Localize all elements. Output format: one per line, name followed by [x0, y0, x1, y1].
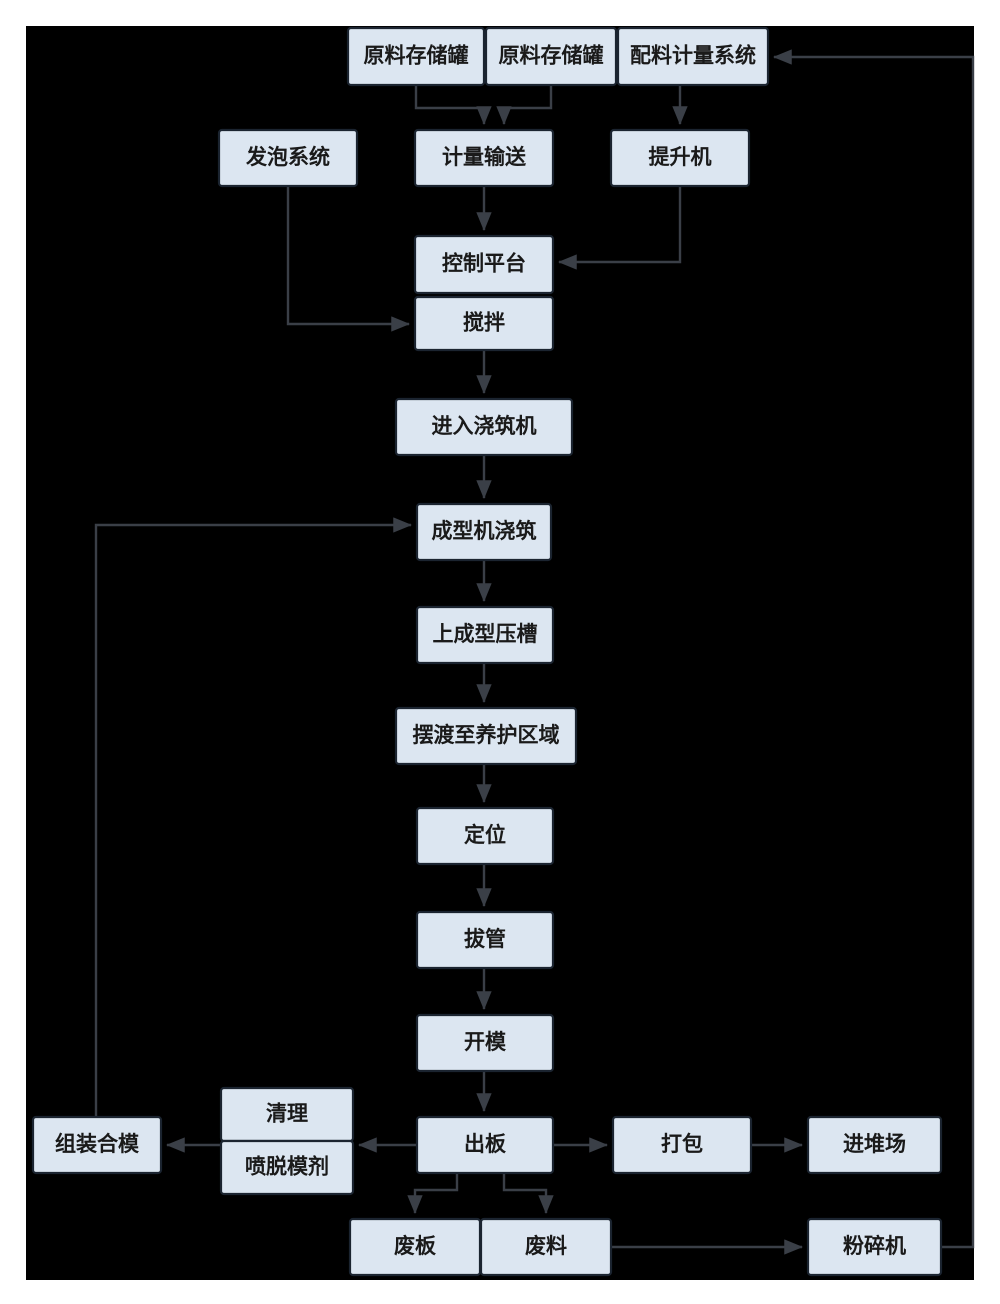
- node-label-control: 控制平台: [442, 251, 526, 275]
- flow-node-waste_board[interactable]: 废板: [348, 1217, 482, 1277]
- node-label-metering: 计量输送: [442, 145, 527, 169]
- node-box-form_cast[interactable]: [415, 502, 553, 562]
- node-box-position[interactable]: [415, 806, 555, 866]
- flow-node-position[interactable]: 定位: [415, 806, 555, 866]
- flow-edge-out_board-to-waste_mat: [502, 1173, 554, 1214]
- node-label-packing: 打包: [661, 1132, 703, 1156]
- flow-node-control[interactable]: 控制平台: [413, 234, 555, 295]
- node-label-waste_mat: 废料: [525, 1234, 567, 1258]
- node-box-batching[interactable]: [616, 26, 770, 87]
- flow-node-ferry_cure[interactable]: 摆渡至养护区域: [394, 706, 578, 766]
- node-box-ferry_cure[interactable]: [394, 706, 578, 766]
- node-label-batching: 配料计量系统: [630, 43, 756, 67]
- node-label-demold: 开模: [464, 1030, 507, 1054]
- flow-edge-hoist-to-control: [558, 186, 682, 270]
- node-box-raw_tank_1[interactable]: [346, 26, 486, 87]
- node-box-waste_mat[interactable]: [479, 1217, 613, 1277]
- node-box-mixing[interactable]: [413, 295, 555, 352]
- flow-node-foaming[interactable]: 发泡系统: [217, 128, 359, 188]
- node-label-mixing: 搅拌: [463, 310, 505, 334]
- node-label-pull_pipe: 拔管: [464, 927, 506, 951]
- node-label-out_board: 出板: [464, 1132, 507, 1156]
- flow-node-waste_mat[interactable]: 废料: [479, 1217, 613, 1277]
- flow-node-pull_pipe[interactable]: 拔管: [415, 910, 555, 970]
- flow-edge-out_board-to-waste_board: [407, 1173, 459, 1214]
- node-box-stock_yard[interactable]: [806, 1115, 943, 1175]
- flow-node-raw_tank_1[interactable]: 原料存储罐: [346, 26, 486, 87]
- flow-edge-raw_tank_1-to-metering: [414, 85, 492, 125]
- node-label-clean: 清理: [266, 1101, 308, 1125]
- node-label-enter_caster: 进入浇筑机: [432, 414, 537, 438]
- flow-node-assemble_mold[interactable]: 组装合模: [31, 1115, 163, 1175]
- node-label-spray_release: 喷脱模剂: [245, 1154, 329, 1178]
- node-box-raw_tank_2[interactable]: [484, 26, 618, 87]
- node-label-crusher: 粉碎机: [843, 1234, 906, 1258]
- node-box-demold[interactable]: [415, 1013, 555, 1073]
- node-box-metering[interactable]: [413, 128, 555, 188]
- flow-edge-assemble_mold-to-form_cast: [94, 517, 412, 1117]
- flow-node-clean[interactable]: 清理: [219, 1086, 355, 1143]
- flow-node-batching[interactable]: 配料计量系统: [616, 26, 770, 87]
- flow-node-crusher[interactable]: 粉碎机: [806, 1217, 943, 1277]
- node-box-hoist[interactable]: [609, 128, 751, 188]
- flow-node-hoist[interactable]: 提升机: [609, 128, 751, 188]
- flow-node-demold[interactable]: 开模: [415, 1013, 555, 1073]
- flow-node-raw_tank_2[interactable]: 原料存储罐: [484, 26, 618, 87]
- node-box-press_slot[interactable]: [415, 605, 555, 665]
- flow-node-press_slot[interactable]: 上成型压槽: [415, 605, 555, 665]
- node-box-packing[interactable]: [611, 1115, 753, 1175]
- node-label-position: 定位: [464, 823, 506, 847]
- flow-node-mixing[interactable]: 搅拌: [413, 295, 555, 352]
- node-label-ferry_cure: 摆渡至养护区域: [413, 723, 560, 747]
- node-label-hoist: 提升机: [649, 145, 712, 169]
- node-label-raw_tank_1: 原料存储罐: [364, 43, 469, 67]
- node-label-form_cast: 成型机浇筑: [432, 519, 537, 543]
- node-label-assemble_mold: 组装合模: [55, 1132, 140, 1156]
- node-label-press_slot: 上成型压槽: [433, 622, 538, 646]
- node-box-enter_caster[interactable]: [394, 397, 574, 457]
- flow-node-out_board[interactable]: 出板: [415, 1115, 555, 1175]
- flow-node-stock_yard[interactable]: 进堆场: [806, 1115, 943, 1175]
- node-box-spray_release[interactable]: [219, 1139, 355, 1196]
- node-label-waste_board: 废板: [394, 1234, 437, 1258]
- node-label-raw_tank_2: 原料存储罐: [499, 43, 604, 67]
- edge-layer: [94, 49, 975, 1255]
- flow-node-packing[interactable]: 打包: [611, 1115, 753, 1175]
- node-box-out_board[interactable]: [415, 1115, 555, 1175]
- flow-edge-foaming-to-mixing: [286, 186, 410, 332]
- node-box-foaming[interactable]: [217, 128, 359, 188]
- node-box-pull_pipe[interactable]: [415, 910, 555, 970]
- flow-node-spray_release[interactable]: 喷脱模剂: [219, 1139, 355, 1196]
- node-box-crusher[interactable]: [806, 1217, 943, 1277]
- flow-node-metering[interactable]: 计量输送: [413, 128, 555, 188]
- flow-edge-raw_tank_2-to-metering: [496, 85, 553, 125]
- node-box-assemble_mold[interactable]: [31, 1115, 163, 1175]
- flow-edge-crusher-to-batching: [773, 49, 975, 1249]
- node-label-foaming: 发泡系统: [245, 145, 330, 169]
- flow-node-enter_caster[interactable]: 进入浇筑机: [394, 397, 574, 457]
- node-label-stock_yard: 进堆场: [843, 1132, 906, 1156]
- flow-node-form_cast[interactable]: 成型机浇筑: [415, 502, 553, 562]
- node-box-control[interactable]: [413, 234, 555, 295]
